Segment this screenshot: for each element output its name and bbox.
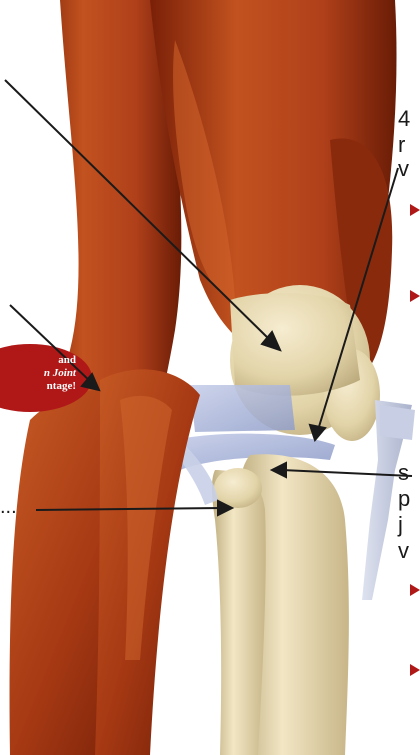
right-text-bottom-3: j — [398, 512, 403, 538]
badge-line-3: ntage! — [47, 380, 76, 393]
bullet-icon — [410, 584, 420, 596]
bullet-icon — [410, 290, 420, 302]
promo-badge: and n Joint ntage! — [12, 346, 86, 410]
meniscus-top — [190, 385, 295, 432]
right-text-top-2: r — [398, 132, 405, 158]
bullet-icon — [410, 204, 420, 216]
tendon-band — [380, 405, 415, 440]
right-text-bottom-2: p — [398, 486, 410, 512]
right-text-bottom-1: s — [398, 460, 409, 486]
badge-line-1: and — [58, 354, 76, 367]
badge-line-2: n Joint — [44, 367, 76, 380]
bullet-icon — [410, 664, 420, 676]
right-text-top-1: 4 — [398, 106, 410, 132]
left-text-ellipsis: ... — [0, 494, 17, 520]
femur-shaft — [230, 293, 360, 396]
right-text-bottom-4: v — [398, 538, 409, 564]
right-text-top-3: v — [398, 156, 409, 182]
